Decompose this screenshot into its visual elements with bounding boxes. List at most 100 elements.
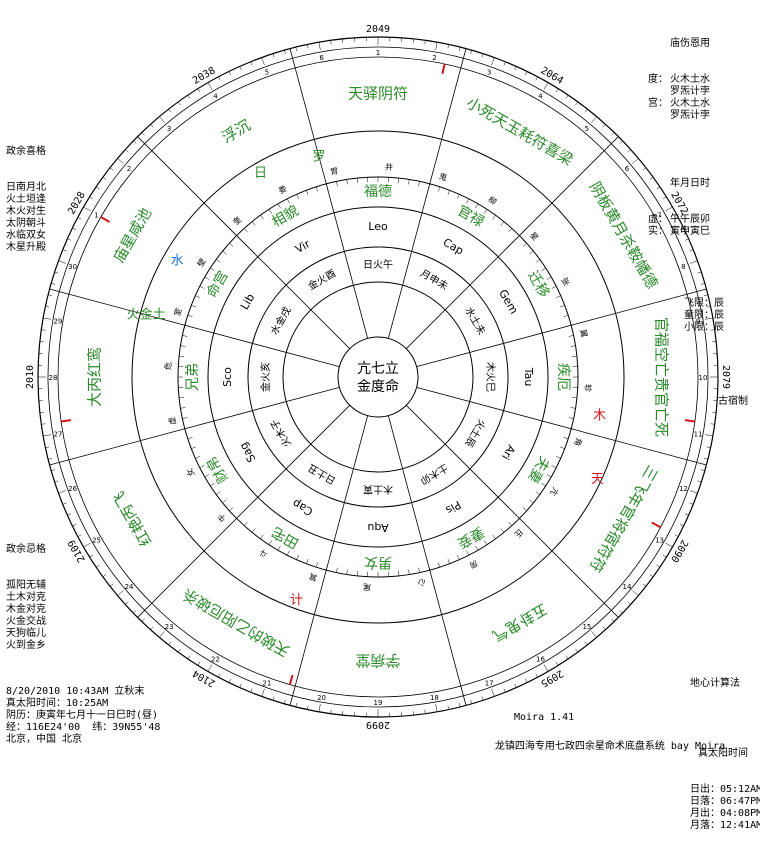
- pillar-label: 实：: [648, 226, 670, 238]
- branch-label: 土木卯: [418, 461, 450, 487]
- sector-star-text: 大丙红鸾: [86, 347, 104, 407]
- degree-tick: [492, 689, 495, 697]
- degree-tick: [675, 535, 679, 537]
- inner-degree-tick: [297, 555, 299, 560]
- footer-title: 龙镇四海专用七政四余星命术底盘系统 bay Moira: [230, 741, 760, 753]
- inner-degree-tick: [195, 456, 200, 458]
- degree-tick: [690, 503, 694, 504]
- degree-tick: [643, 168, 646, 170]
- degree-tick: [657, 565, 660, 567]
- degree-number: 6: [319, 54, 324, 62]
- inner-degree-tick: [182, 418, 187, 419]
- degree-tick: [284, 50, 285, 54]
- degree-tick: [188, 95, 190, 98]
- limit-value: 辰: [714, 322, 724, 333]
- center-line-1: 亢七立: [357, 360, 399, 377]
- degree-tick: [125, 602, 128, 605]
- degree-tick: [273, 54, 274, 58]
- inner-degree-tick: [563, 437, 568, 439]
- degree-tick: [67, 514, 71, 516]
- version-label: Moira 1.41: [514, 712, 574, 724]
- degree-tick: [55, 481, 59, 482]
- degree-tick: [436, 704, 437, 712]
- degree-tick: [125, 149, 128, 152]
- year-label: 2109: [66, 538, 88, 564]
- inner-degree-tick: [260, 535, 263, 539]
- planet-marker: 日: [254, 166, 267, 181]
- red-marker: [442, 64, 444, 74]
- degree-tick: [536, 77, 538, 81]
- inner-degree-tick: [501, 222, 504, 226]
- inner-degree-tick: [191, 447, 196, 449]
- inner-degree-tick: [347, 179, 348, 184]
- inner-degree-tick: [508, 228, 511, 232]
- inner-degree-tick: [357, 571, 358, 576]
- degree-number: 27: [53, 430, 62, 438]
- degree-tick: [585, 109, 587, 112]
- degree-tick: [690, 491, 698, 494]
- degree-tick: [643, 584, 646, 586]
- inner-degree-tick: [572, 356, 577, 357]
- birth-info-line: 北京，中国 北京: [6, 734, 160, 746]
- degree-tick: [150, 124, 153, 127]
- year-label: 2095: [539, 667, 565, 689]
- degree-tick: [262, 58, 265, 66]
- center-ring: [338, 337, 418, 417]
- pillar-value: 午午辰卯: [670, 214, 710, 225]
- zodiac-label: Sag: [237, 440, 259, 464]
- degree-number: 15: [582, 623, 591, 631]
- planet-marker: 火金土: [127, 306, 166, 322]
- inner-degree-tick: [223, 251, 227, 254]
- branch-label: 木土寅: [363, 483, 393, 496]
- zodiac-label: Cap: [441, 236, 466, 258]
- degree-tick: [90, 555, 93, 557]
- inner-degree-tick: [269, 541, 272, 545]
- degree-number: 5: [265, 69, 269, 77]
- zodiac-label: Lib: [238, 291, 257, 312]
- degree-tick: [178, 102, 180, 105]
- inner-degree-tick: [523, 507, 527, 510]
- year-label: 2104: [191, 667, 217, 689]
- degree-tick: [707, 447, 711, 448]
- bad-pattern-item: 天狗临儿: [6, 628, 46, 640]
- bad-pattern-item: 孤阳无辅: [6, 580, 46, 592]
- sector-star-text: 五卦鬼气: [489, 600, 550, 646]
- degree-tick: [698, 481, 702, 482]
- degree-tick: [666, 543, 673, 547]
- inner-degree-tick: [484, 209, 487, 213]
- bad-pattern-item: 木金对克: [6, 604, 46, 616]
- inner-degree-tick: [180, 346, 185, 347]
- branch-label: 金火亥: [259, 362, 272, 392]
- degree-tick: [603, 124, 606, 127]
- inner-degree-tick: [457, 194, 459, 199]
- degree-number: 28: [49, 374, 58, 382]
- degree-number: 6: [625, 165, 630, 173]
- degree-number: 26: [68, 485, 77, 493]
- red-marker: [290, 675, 293, 685]
- degree-tick: [544, 83, 548, 90]
- inner-degree-tick: [409, 570, 410, 575]
- sun-moon-row: 日出：05:12AM: [690, 784, 760, 796]
- house-label: 妻妾: [454, 523, 486, 551]
- degree-tick: [169, 642, 171, 645]
- astrology-chart: 1234567891011121314151617181920212223242…: [0, 0, 760, 760]
- degree-tick: [711, 424, 715, 425]
- inner-degree-tick: [205, 475, 209, 478]
- degree-tick: [319, 42, 320, 50]
- limit-label: 小限：: [684, 322, 714, 333]
- sun-moon-value: 06:47PM: [720, 796, 760, 807]
- limit-label: 童限：: [684, 310, 714, 321]
- inner-degree-tick: [542, 268, 546, 271]
- degree-number: 1: [376, 49, 380, 57]
- inner-degree-tick: [438, 562, 440, 567]
- branch-label: 火木子: [268, 417, 293, 449]
- planet-marker: 罗: [312, 149, 325, 164]
- inner-degree-tick: [188, 315, 193, 317]
- degree-tick: [142, 132, 145, 135]
- bad-pattern-item: 火金交战: [6, 616, 46, 628]
- zodiac-label: Cap: [290, 496, 315, 518]
- inner-degree-tick: [552, 466, 556, 468]
- good-pattern-item: 木火对生: [6, 206, 46, 218]
- sector-star-text: 小死天玉耗符喜梁: [463, 94, 576, 170]
- degree-tick: [704, 458, 708, 459]
